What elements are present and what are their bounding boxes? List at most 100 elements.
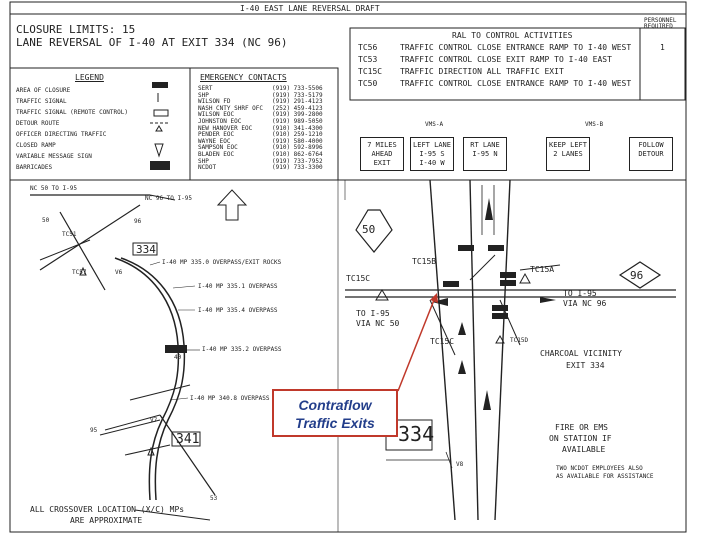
contact-name: NASH CNTY SHRF OFC (198, 104, 264, 112)
shield-50-right: 50 (362, 223, 376, 236)
activity-text: TRAFFIC CONTROL CLOSE ENTRANCE RAMP TO I… (400, 43, 632, 52)
contact-name: SAMPSON EOC (198, 144, 238, 152)
overpass-1: I-40 MP 335.0 OVERPASS/EXIT ROCKS (162, 259, 282, 266)
contact-phone: (919) 291-4123 (272, 98, 323, 106)
fire-line-3: AVAILABLE (562, 445, 606, 454)
contact-name: SHP (198, 91, 209, 99)
legend-item: VARIABLE MESSAGE SIGN (16, 153, 92, 160)
legend-item: TRAFFIC SIGNAL (16, 98, 67, 105)
personnel-header: PERSONNEL REQUIRED (644, 17, 677, 30)
tc15a-label: TC15A (530, 265, 555, 274)
legend-item: CLOSED RAMP (16, 142, 56, 149)
activity-text: TRAFFIC DIRECTION ALL TRAFFIC EXIT (400, 67, 564, 76)
v8-label: V8 (456, 461, 464, 468)
contact-phone: (919) 399-2800 (272, 111, 323, 119)
activities-title: RAL TO CONTROL ACTIVITIES (452, 31, 573, 40)
tc57-label: TC57 (72, 269, 87, 276)
sheet-frame (9, 1, 687, 533)
contact-name: JOHNSTON EOC (198, 118, 242, 125)
shield-53: 53 (210, 495, 218, 502)
vms-line: RT LANE (470, 141, 500, 149)
fire-line-1: FIRE OR EMS (555, 423, 608, 432)
tc51-label: TC51 (62, 231, 77, 238)
contact-name: WAYNE EOC (198, 137, 231, 145)
activity-code: TC56 (358, 43, 378, 52)
lane-reversal-title: LANE REVERSAL OF I-40 AT EXIT 334 (NC 96… (16, 36, 288, 49)
contacts-title: EMERGENCY CONTACTS (200, 73, 287, 82)
contact-name: PENDER EOC (198, 131, 235, 139)
vms-line: LEFT LANE (413, 141, 451, 149)
contact-phone: (919) 989-5050 (272, 118, 323, 125)
contact-phone: (910) 862-6764 (272, 151, 323, 158)
vms-line: I-95 S (419, 150, 445, 158)
shield-96-right: 96 (630, 269, 644, 282)
activity-text: TRAFFIC CONTROL CLOSE ENTRANCE RAMP TO I… (400, 79, 632, 88)
vms-a-label: VMS-A (425, 121, 444, 128)
overpass-4: I-40 MP 335.2 OVERPASS (202, 346, 282, 353)
sheet-title: I-40 EAST LANE REVERSAL DRAFT (240, 4, 380, 13)
overpass-2: I-40 MP 335.1 OVERPASS (198, 283, 278, 290)
v6-label: V6 (115, 269, 123, 276)
personnel-count: 1 (660, 43, 665, 52)
overpass-3: I-40 MP 335.4 OVERPASS (198, 307, 278, 314)
contact-name: NCDOT (198, 164, 217, 172)
shield-40: 40 (174, 354, 182, 361)
activity-code: TC15C (358, 67, 383, 76)
exit-334-right: 334 (398, 422, 435, 446)
contact-name: SHP (198, 157, 209, 165)
legend-item: AREA OF CLOSURE (16, 87, 71, 94)
note-line-1: TWO NCDOT EMPLOYEES ALSO (556, 465, 643, 472)
nc50-label: NC 50 TO I-95 (30, 185, 77, 192)
contact-name: WILSON FD (198, 98, 231, 106)
tc15c-label: TC15C (430, 337, 455, 346)
callout-line-2: Traffic Exits (295, 415, 375, 431)
contact-phone: (919) 580-4000 (272, 137, 323, 145)
to-i95-left-1: TO I-95 (356, 309, 390, 318)
nc96-label: NC 96 TO I-95 (145, 195, 192, 202)
shield-96-left: 96 (134, 218, 142, 225)
contact-phone: (910) 341-4300 (272, 124, 323, 132)
contact-phone: (919) 733-3300 (272, 164, 323, 172)
to-i95-right-2: VIA NC 96 (563, 299, 607, 308)
contact-name: SERT (198, 85, 213, 92)
to-i95-left-2: VIA NC 50 (356, 319, 400, 328)
contact-phone: (919) 733-7952 (272, 157, 323, 165)
contraflow-callout: Contraflow Traffic Exits (272, 389, 398, 437)
v7-label: V7 (150, 417, 158, 424)
vms-line: FOLLOW (638, 141, 664, 149)
legend-item: OFFICER DIRECTING TRAFFIC (16, 131, 107, 138)
exit-label-1: CHARCOAL VICINITY (540, 349, 622, 358)
closure-limits: CLOSURE LIMITS: 15 (16, 23, 136, 36)
shield-50-left: 50 (42, 217, 50, 224)
legend-title: LEGEND (75, 73, 104, 82)
vms-line: I-95 N (472, 150, 498, 158)
contact-phone: (910) 592-8996 (272, 144, 323, 152)
vms-line: KEEP LEFT (549, 141, 587, 149)
contact-phone: (919) 733-5506 (272, 85, 323, 92)
legend-item: BARRICADES (16, 164, 53, 171)
activity-text: TRAFFIC CONTROL CLOSE EXIT RAMP TO I-40 … (400, 55, 612, 64)
legend-item: TRAFFIC SIGNAL (REMOTE CONTROL) (16, 109, 128, 116)
exit-341: 341 (176, 432, 200, 447)
tc15d-label: TC15D (510, 337, 529, 344)
contact-name: BLADEN EOC (198, 151, 235, 158)
vms-line: EXIT (373, 159, 391, 167)
tc15c-label-left: TC15C (346, 274, 371, 283)
contact-name: NEW HANOVER EOC (198, 124, 253, 132)
callout-leader (397, 299, 435, 392)
contact-phone: (919) 733-5179 (272, 91, 323, 99)
legend-item: DETOUR ROUTE (16, 120, 60, 127)
overpass-5: I-40 MP 340.8 OVERPASS (190, 395, 270, 402)
shield-95: 95 (90, 427, 98, 434)
exit-334-left: 334 (136, 243, 156, 256)
to-i95-right-1: TO I-95 (563, 289, 597, 298)
fire-line-2: ON STATION IF (549, 434, 612, 443)
contact-phone: (252) 459-4123 (272, 104, 323, 112)
vms-line: I-40 W (419, 159, 445, 167)
